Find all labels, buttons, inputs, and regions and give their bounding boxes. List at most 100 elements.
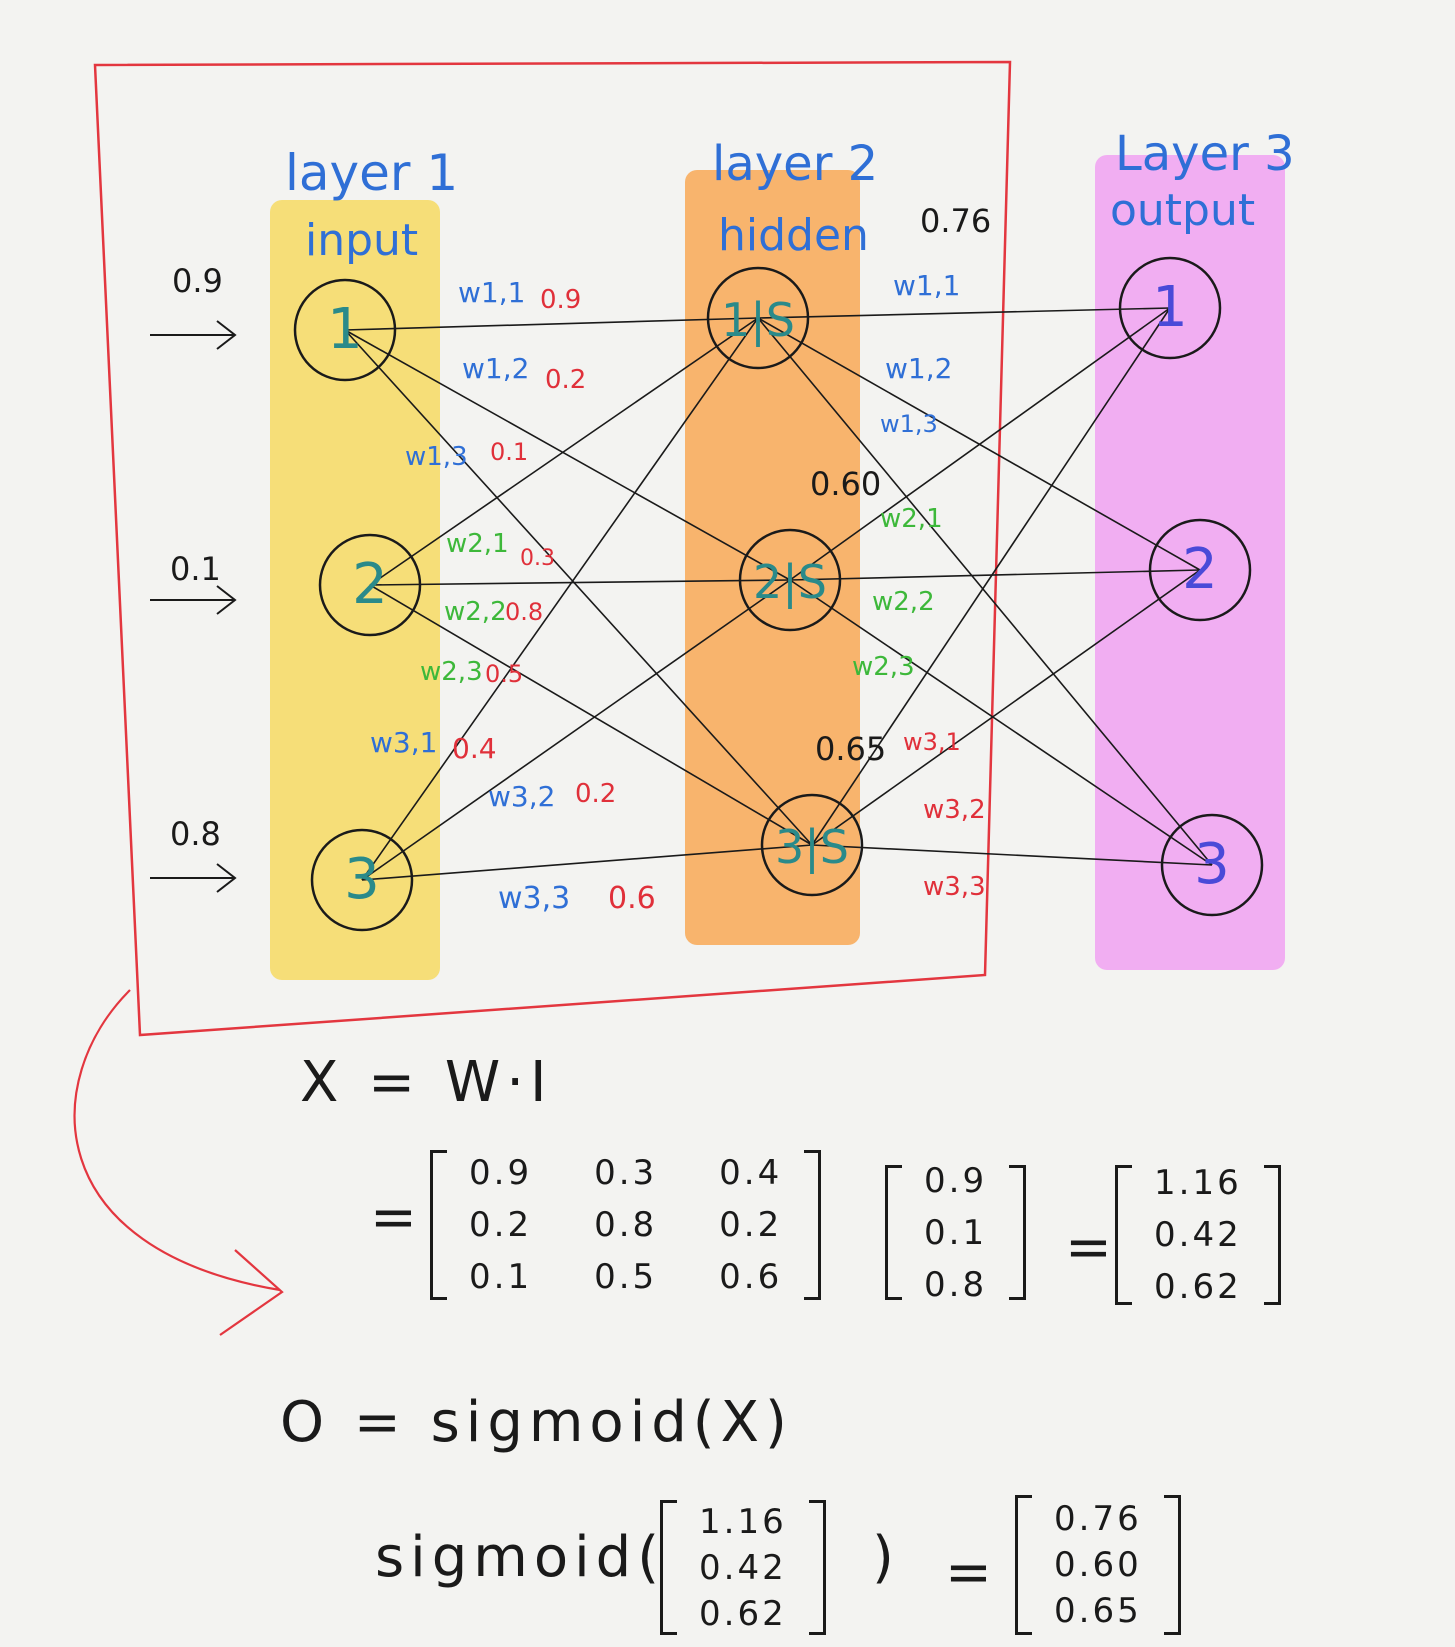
input-arrow-2 [150, 585, 237, 615]
equals-sign-1: = [370, 1185, 417, 1250]
layer1-subtitle: input [305, 215, 418, 266]
input-value-3: 0.8 [170, 815, 221, 853]
node-label-l3-3: 3 [1194, 832, 1230, 897]
s-cell: 0.42 [699, 1547, 787, 1588]
edge-l1-3-3 [361, 844, 813, 881]
hidden-output-2: 0.60 [810, 465, 881, 503]
equals-sign-3: = [945, 1540, 992, 1605]
hidden-output-3: 0.65 [815, 730, 886, 768]
linear-equation: X = W·I [300, 1050, 553, 1115]
flow-arrow-head [219, 1249, 284, 1336]
i-cell: 0.9 [924, 1160, 988, 1201]
input-arrow-1 [150, 320, 237, 350]
output-layer-band [1095, 155, 1285, 970]
w-ho-2: w1,2 [885, 352, 952, 385]
s-cell: 1.16 [699, 1501, 787, 1542]
edge-l2-3-3 [811, 844, 1213, 866]
node-label-l2-3: 3|S [775, 820, 849, 875]
bracket-left [1115, 1165, 1132, 1305]
w-ih-1-label: w1,1 [458, 276, 525, 309]
o-cell: 0.76 [1054, 1499, 1142, 1539]
node-l3-1 [1118, 256, 1222, 360]
node-l1-2 [318, 533, 422, 637]
sigmoid-call: sigmoid( [375, 1525, 666, 1590]
w-ih-9-value: 0.6 [608, 881, 656, 916]
edge-l2-1-3 [757, 317, 1213, 866]
w-ho-3: w1,3 [880, 410, 938, 438]
x-vector: 1.16 0.42 0.62 [1115, 1163, 1281, 1307]
edge-l2-3-2 [811, 569, 1201, 846]
input-layer-band [270, 200, 440, 980]
w-cell: 0.2 [719, 1205, 783, 1245]
w-ih-7-value: 0.4 [452, 732, 497, 765]
edge-l1-1-2 [344, 329, 791, 581]
node-label-l1-2: 2 [352, 552, 388, 617]
edge-l1-2-3 [369, 584, 813, 846]
bracket-left [1015, 1495, 1032, 1635]
w-cell: 0.2 [469, 1205, 533, 1245]
x-cell: 0.62 [1154, 1267, 1242, 1307]
bracket-left [660, 1500, 677, 1635]
i-cell: 0.8 [924, 1264, 988, 1305]
layer3-title: Layer 3 [1115, 126, 1295, 182]
layer3-subtitle: output [1110, 185, 1255, 236]
i-cell: 0.1 [924, 1212, 988, 1253]
input-value-1: 0.9 [172, 262, 223, 300]
node-l3-2 [1148, 518, 1252, 622]
connections [344, 307, 1213, 881]
w-ih-5-label: w2,2 [444, 597, 507, 627]
input-arrows [150, 320, 237, 893]
edge-l1-1-3 [344, 329, 813, 846]
network-frame [93, 60, 1012, 1037]
hidden-layer-band [685, 170, 860, 945]
o-cell: 0.60 [1054, 1545, 1142, 1585]
w-ih-1-value: 0.9 [540, 285, 581, 315]
w-ih-8-value: 0.2 [575, 779, 616, 809]
sigmoid-close: ) [872, 1525, 894, 1590]
w-ih-4-value: 0.3 [520, 546, 555, 571]
x-cell: 1.16 [1154, 1163, 1242, 1203]
bracket-right [804, 1150, 822, 1300]
w-ih-4-label: w2,1 [446, 529, 509, 559]
node-l1-1 [293, 278, 397, 382]
layer2-subtitle: hidden [718, 210, 869, 261]
node-l2-1 [706, 266, 810, 370]
edge-l1-3-2 [361, 579, 791, 881]
bracket-right [1163, 1495, 1181, 1635]
edge-l1-3-1 [361, 317, 759, 881]
edge-l1-1-1 [344, 317, 759, 331]
w-ho-1: w1,1 [893, 269, 960, 302]
w-ih-6-value: 0.5 [485, 660, 523, 688]
edge-l2-2-3 [789, 579, 1213, 866]
activation-equation: O = sigmoid(X) [280, 1390, 793, 1455]
equals-sign-2: = [1065, 1215, 1112, 1280]
weight-matrix: 0.9 0.3 0.4 0.2 0.8 0.2 0.1 0.5 0.6 [430, 1150, 822, 1300]
node-label-l2-2: 2|S [753, 555, 827, 610]
bracket-left [885, 1165, 902, 1300]
w-ho-4: w2,1 [880, 504, 943, 534]
layer1-title: layer 1 [285, 144, 458, 202]
w-cell: 0.6 [719, 1257, 783, 1297]
w-ih-9-label: w3,3 [498, 881, 570, 916]
edge-l2-2-1 [789, 307, 1171, 581]
w-ho-6: w2,3 [852, 652, 915, 682]
node-label-l2-1: 1|S [721, 293, 795, 348]
flow-arrow [73, 989, 281, 1292]
input-arrow-3 [150, 863, 237, 893]
node-l3-3 [1160, 813, 1264, 917]
edge-l1-2-2 [369, 579, 791, 586]
w-ih-8-label: w3,2 [488, 780, 555, 813]
node-label-l1-1: 1 [327, 297, 363, 362]
edge-l2-3-1 [811, 307, 1171, 846]
hidden-output-1: 0.76 [920, 202, 991, 240]
edge-l1-2-1 [369, 317, 759, 586]
layer2-title: layer 2 [712, 136, 878, 192]
o-cell: 0.65 [1054, 1591, 1142, 1631]
bracket-left [430, 1150, 447, 1300]
w-cell: 0.8 [594, 1205, 658, 1245]
node-label-l3-1: 1 [1152, 275, 1188, 340]
bracket-right [808, 1500, 826, 1635]
x-cell: 0.42 [1154, 1215, 1242, 1255]
